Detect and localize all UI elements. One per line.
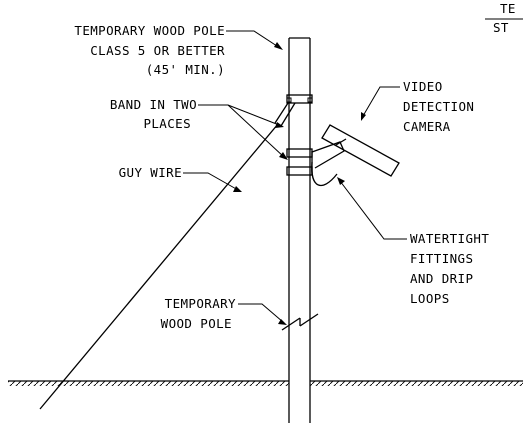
label-pole-mid: TEMPORARY WOOD POLE bbox=[161, 296, 236, 331]
ground bbox=[8, 380, 523, 386]
camera-bands bbox=[286, 148, 313, 176]
drip-loop bbox=[311, 161, 338, 187]
leader-bands bbox=[198, 104, 288, 160]
label-pole-mid-line1: TEMPORARY bbox=[165, 296, 236, 311]
label-bands-line1: BAND IN TWO bbox=[110, 97, 197, 112]
leader-fittings bbox=[337, 177, 407, 240]
label-fittings: WATERTIGHT FITTINGS AND DRIP LOOPS bbox=[410, 231, 489, 306]
leader-camera bbox=[361, 86, 400, 121]
corner-text-bottom: ST bbox=[493, 20, 509, 35]
label-camera-line3: CAMERA bbox=[403, 119, 451, 134]
label-pole-top-line2: CLASS 5 OR BETTER bbox=[90, 43, 225, 58]
upper-band bbox=[274, 94, 313, 127]
corner-text-top: TE bbox=[500, 1, 516, 16]
label-pole-top-line1: TEMPORARY WOOD POLE bbox=[74, 23, 225, 38]
leader-guy-wire bbox=[183, 172, 242, 192]
label-fittings-line3: AND DRIP bbox=[410, 271, 473, 286]
label-bands: BAND IN TWO PLACES bbox=[110, 97, 197, 131]
label-camera-line1: VIDEO bbox=[403, 79, 443, 94]
video-camera bbox=[311, 124, 400, 177]
label-pole-top-line3: (45' MIN.) bbox=[146, 62, 225, 77]
label-pole-mid-line2: WOOD POLE bbox=[161, 316, 232, 331]
leader-pole-mid bbox=[238, 303, 287, 325]
leader-pole-top bbox=[226, 30, 283, 50]
label-guy-wire: GUY WIRE bbox=[119, 165, 182, 180]
label-pole-top: TEMPORARY WOOD POLE CLASS 5 OR BETTER (4… bbox=[74, 23, 225, 77]
guy-wire-line bbox=[39, 123, 279, 410]
label-fittings-line4: LOOPS bbox=[410, 291, 450, 306]
label-bands-line2: PLACES bbox=[143, 116, 191, 131]
label-camera: VIDEO DETECTION CAMERA bbox=[403, 79, 474, 134]
label-camera-line2: DETECTION bbox=[403, 99, 474, 114]
label-fittings-line1: WATERTIGHT bbox=[410, 231, 489, 246]
label-fittings-line2: FITTINGS bbox=[410, 251, 473, 266]
